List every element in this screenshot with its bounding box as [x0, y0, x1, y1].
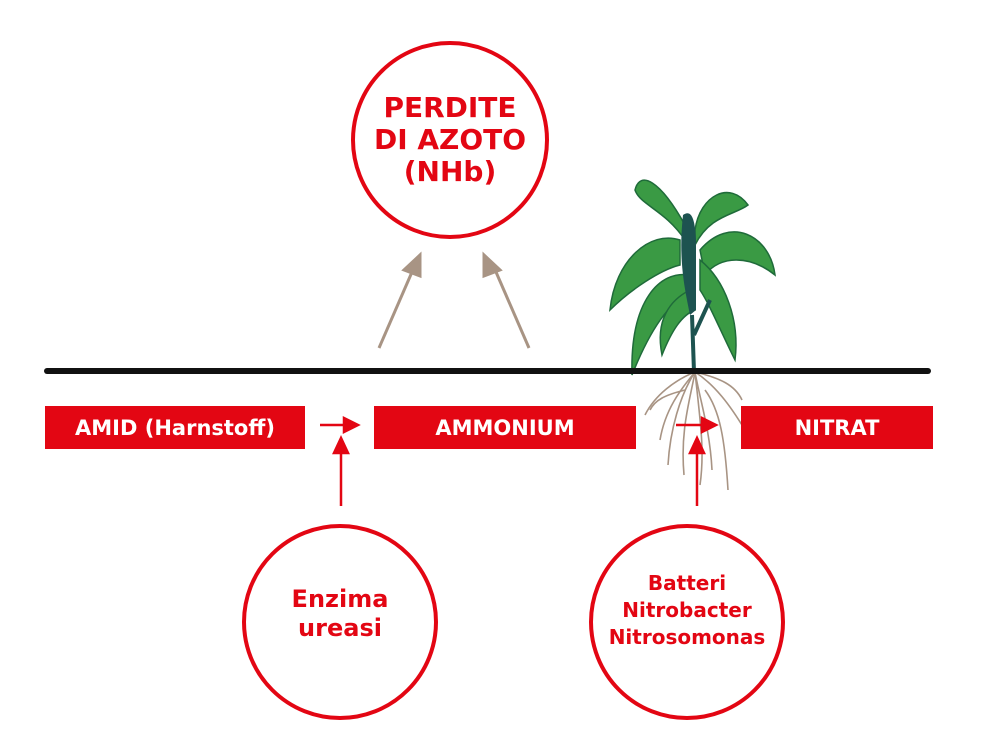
reaction-arrows: [320, 415, 719, 506]
nitrat-box: NITRAT: [741, 406, 933, 449]
enzyme-label: Enzima ureasi: [250, 585, 430, 643]
bacteria-line-2: Nitrobacter: [622, 598, 752, 622]
loss-line-1: PERDITE: [383, 91, 517, 124]
enzyme-line-1: Enzima: [291, 585, 389, 613]
bacteria-line-3: Nitrosomonas: [608, 625, 766, 649]
loss-line-3: (NHb): [403, 155, 497, 188]
bacteria-label: Batteri Nitrobacter Nitrosomonas: [590, 570, 784, 651]
plant-icon: [609, 179, 776, 491]
enzyme-line-2: ureasi: [298, 614, 382, 642]
ammonium-box: AMMONIUM: [374, 406, 636, 449]
bacteria-circle: [589, 524, 785, 720]
roots-icon: [644, 371, 746, 491]
loss-label: PERDITE DI AZOTO (NHb): [360, 92, 540, 188]
loss-circle: [351, 41, 549, 239]
enzyme-circle: [242, 524, 438, 720]
volatilization-arrows: [377, 251, 531, 349]
loss-line-2: DI AZOTO: [373, 123, 527, 156]
bacteria-line-1: Batteri: [647, 571, 727, 595]
amid-box: AMID (Harnstoff): [45, 406, 305, 449]
